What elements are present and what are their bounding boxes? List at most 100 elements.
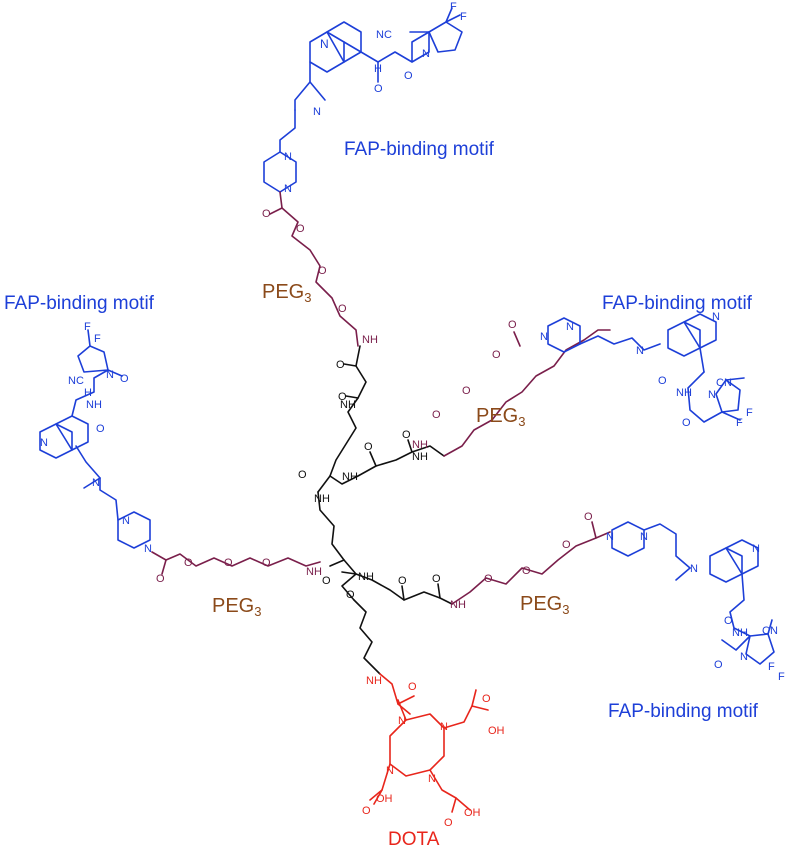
- atom-o-upper-right-4: O: [508, 319, 517, 331]
- peg-upper-right-text: PEG: [476, 405, 519, 427]
- atom-n-left-pip-1: N: [122, 515, 130, 527]
- atom-o-lr-peg-1: O: [484, 573, 493, 585]
- atom-o-top-peg-1: O: [296, 223, 305, 235]
- atom-nc-left: NC: [68, 375, 84, 387]
- atom-o-left-2: O: [120, 373, 129, 385]
- atom-o-core-9: O: [432, 573, 441, 585]
- atom-o-left-carbonyl: O: [156, 573, 165, 585]
- atom-o-core-4: O: [402, 429, 411, 441]
- atom-n-left-aniline: N: [92, 477, 100, 489]
- atom-nh-left: NH: [86, 399, 102, 411]
- atom-nh-core-5: NH: [358, 571, 374, 583]
- atom-n-ur-pyrrolidine: N: [708, 389, 716, 401]
- atom-o-top-2: O: [404, 70, 413, 82]
- atom-o-ur-2: O: [682, 417, 691, 429]
- atom-nh-core-1: NH: [340, 399, 356, 411]
- atom-nh-ur: NH: [676, 387, 692, 399]
- atom-o-top-peg-carbonyl: O: [262, 208, 271, 220]
- atom-o-dota-3: O: [444, 817, 453, 829]
- atom-o-top-peg-3: O: [338, 303, 347, 315]
- atom-n-dota-4: N: [428, 773, 436, 785]
- atom-o-upper-right-1: O: [432, 409, 441, 421]
- atom-n-left-pyrrolidine: N: [106, 369, 114, 381]
- atom-nh-upper-right: NH: [412, 439, 428, 451]
- peg-top-text: PEG: [262, 281, 305, 303]
- atom-o-core-3: O: [364, 441, 373, 453]
- atom-n-lr-pyrrolidine: N: [740, 651, 748, 663]
- atom-n-ur-1: N: [540, 331, 548, 343]
- atom-nh-top-amide: H: [374, 63, 382, 75]
- atom-o-dota-amide: O: [408, 681, 417, 693]
- atom-o-top-1: O: [374, 83, 383, 95]
- label-fap-left: FAP-binding motif: [4, 293, 154, 314]
- atom-o-core-6: O: [322, 575, 331, 587]
- atom-o-upper-right-2: O: [462, 385, 471, 397]
- label-peg-lower-right: PEG3: [520, 594, 569, 616]
- label-fap-top: FAP-binding motif: [344, 139, 494, 160]
- atom-o-core-2: O: [338, 391, 347, 403]
- atom-n-ur-2: N: [566, 321, 574, 333]
- atom-o-core-7: O: [346, 589, 355, 601]
- atom-n-top-quinoline: N: [320, 37, 329, 51]
- peg-top-subscript: 3: [304, 290, 312, 305]
- atom-o-lr-peg-2: O: [522, 565, 531, 577]
- atom-n-top-piperazine-1: N: [284, 151, 292, 163]
- atom-oh-dota-3: OH: [464, 807, 481, 819]
- label-peg-upper-right: PEG3: [476, 406, 525, 428]
- atom-o-core-1: O: [336, 359, 345, 371]
- atom-f-lr-1: F: [768, 661, 775, 673]
- atom-f-left-2: F: [94, 333, 101, 345]
- atom-o-core-8: O: [398, 575, 407, 587]
- atom-f-ur-1: F: [736, 417, 743, 429]
- atom-n-dota-1: N: [398, 715, 406, 727]
- atom-n-dota-2: N: [440, 721, 448, 733]
- label-fap-lower-right: FAP-binding motif: [608, 701, 758, 722]
- atom-nh-core-4: NH: [314, 493, 330, 505]
- peg-chain-top: [269, 191, 359, 347]
- lysine-core: [317, 345, 453, 675]
- atom-n-left-pip-2: N: [144, 543, 152, 555]
- atom-f-lr-2: F: [778, 671, 785, 683]
- atom-n-top-aniline: N: [313, 106, 321, 118]
- atom-o-left-peg-2: O: [224, 557, 233, 569]
- label-fap-upper-right: FAP-binding motif: [602, 293, 752, 314]
- peg-lower-right-text: PEG: [520, 593, 563, 615]
- atom-o-left-peg-1: O: [184, 557, 193, 569]
- atom-n-dota-3: N: [386, 765, 394, 777]
- atom-o-ur-1: O: [658, 375, 667, 387]
- atom-h-left: H: [84, 387, 92, 399]
- peg-lower-left-subscript: 3: [254, 604, 262, 619]
- atom-o-left-peg-3: O: [262, 557, 271, 569]
- atom-n-left-quinoline: N: [40, 437, 48, 449]
- atom-oh-dota-2: OH: [376, 793, 393, 805]
- atom-n-top-pyrrolidine: N: [422, 48, 430, 60]
- atom-f-top-2: F: [460, 11, 467, 23]
- atom-nh-core-3: NH: [342, 471, 358, 483]
- atom-nh-left-peg: NH: [306, 566, 322, 578]
- atom-nh-core-2: NH: [412, 451, 428, 463]
- peg-upper-right-subscript: 3: [518, 414, 526, 429]
- atom-o-left-1: O: [96, 423, 105, 435]
- atom-f-ur-2: F: [746, 407, 753, 419]
- atom-n-top-piperazine-2: N: [284, 183, 292, 195]
- atom-f-left-1: F: [84, 321, 91, 333]
- atom-nh-lr: NH: [732, 627, 748, 639]
- atom-nc-top: NC: [376, 29, 392, 41]
- fap-motif-left: [39, 329, 151, 549]
- atom-cn-ur: CN: [716, 377, 732, 389]
- atom-n-lr-aniline: N: [690, 563, 698, 575]
- label-peg-top: PEG3: [262, 282, 311, 304]
- atom-o-core-5: O: [298, 469, 307, 481]
- atom-n-lr-pip-2: N: [640, 531, 648, 543]
- atom-n-lr-quinoline: N: [752, 543, 760, 555]
- fap-motif-lower-right: [611, 521, 775, 665]
- label-dota: DOTA: [388, 829, 440, 850]
- fap-motif-upper-right: [547, 313, 745, 423]
- atom-o-dota-2: O: [362, 805, 371, 817]
- atom-nh-dota: NH: [366, 675, 382, 687]
- dota-chelator: [369, 673, 489, 813]
- atom-f-top-1: F: [450, 1, 457, 13]
- atom-o-lr-peg-3: O: [562, 539, 571, 551]
- fap-motif-top: [263, 7, 463, 193]
